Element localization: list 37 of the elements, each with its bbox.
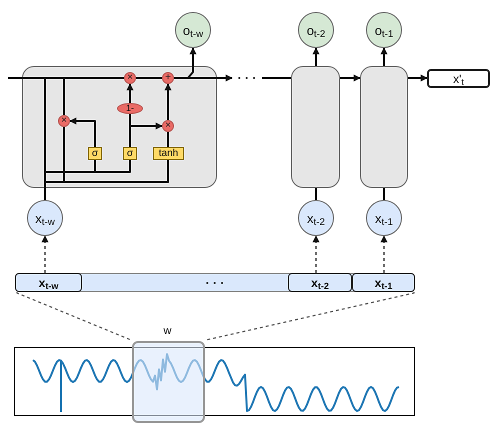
- input-sequence-bar: · · · x$_{t-w}$ x$_{t-2}$ x$_{t-1}$: [15, 273, 415, 292]
- input-node: x$_{t-1}$: [366, 200, 402, 236]
- tanh-layer: tanh: [153, 147, 184, 160]
- time-series-chart: [14, 347, 415, 416]
- add-operator: +: [162, 72, 174, 84]
- window-highlight: [132, 341, 205, 423]
- lstm-cell: [360, 66, 408, 188]
- sequence-segment: x$_{t-w}$: [15, 273, 82, 292]
- dashed-arrow: [42, 235, 48, 273]
- ellipsis: · · ·: [232, 70, 262, 86]
- sequence-segment: x$_{t-2}$: [288, 273, 352, 292]
- one-minus-ellipse: 1-: [117, 103, 143, 114]
- arrow: [126, 83, 134, 103]
- output-node: o$_{t-w}$: [175, 12, 211, 48]
- output-node: o$_{t-1}$: [366, 12, 402, 48]
- input-node: x$_{t-w}$: [27, 200, 63, 236]
- arrow: [340, 74, 361, 82]
- dashed-arrow: [380, 235, 388, 273]
- output-node: o$_{t-2}$: [298, 12, 334, 48]
- arrow: [69, 118, 96, 147]
- lstm-cell: [291, 66, 340, 188]
- input-node: x$_{t-2}$: [298, 200, 334, 236]
- arrow: [380, 47, 388, 66]
- sigmoid-gate: σ: [88, 147, 102, 160]
- sequence-segment: x$_{t-1}$: [352, 273, 415, 292]
- dashed-arrow: [312, 235, 320, 273]
- arrow: [312, 47, 320, 66]
- window-label: w: [164, 326, 172, 337]
- arrow: [408, 74, 428, 82]
- multiply-operator: ×: [58, 115, 70, 127]
- arrow: [164, 83, 172, 120]
- multiply-operator: ×: [124, 72, 136, 84]
- multiply-operator: ×: [162, 120, 174, 132]
- arrow: [129, 122, 163, 147]
- lstm-cell: [22, 66, 217, 188]
- prediction-box: x'$_{t}$: [427, 69, 490, 88]
- sigmoid-gate: σ: [123, 147, 137, 160]
